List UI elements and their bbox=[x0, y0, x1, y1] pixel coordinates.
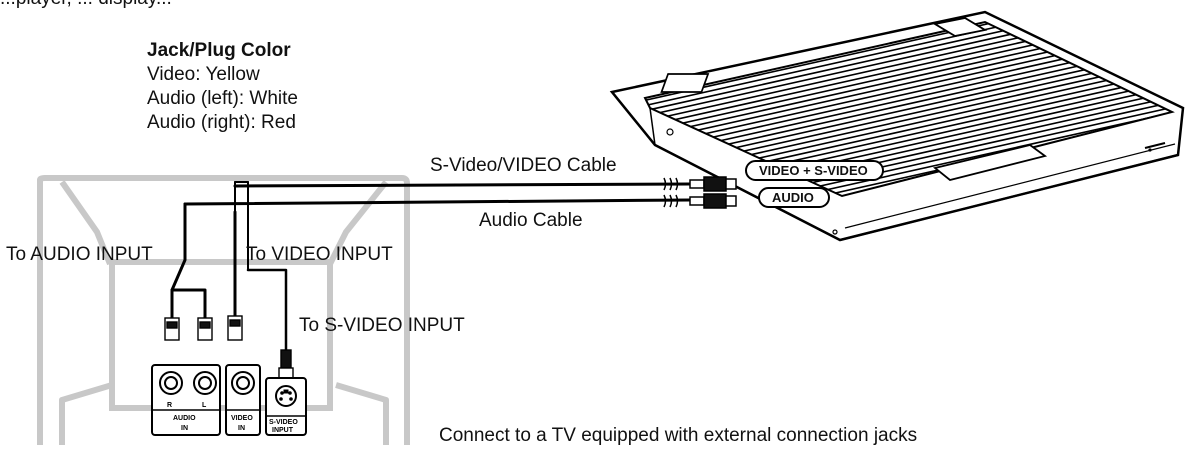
lid-stripe bbox=[645, 22, 1172, 122]
jack-label-svideo-input: INPUT bbox=[272, 427, 294, 434]
svideo-video-cable-label: S-Video/VIDEO Cable bbox=[430, 155, 617, 176]
lid-stripe bbox=[645, 22, 1172, 127]
tv-jack-panel bbox=[151, 364, 307, 436]
jack-label-audio: AUDIO bbox=[173, 415, 196, 422]
jack-label-svideo: S-VIDEO bbox=[269, 419, 298, 426]
to-video-input-label: To VIDEO INPUT bbox=[246, 244, 393, 265]
lid-stripe bbox=[645, 100, 1172, 196]
lid-stripe bbox=[645, 95, 1172, 196]
lid-stripe bbox=[645, 22, 1172, 117]
jack-label-audio-in: IN bbox=[181, 425, 188, 432]
lid-stripe bbox=[645, 90, 1172, 196]
cables bbox=[170, 181, 692, 355]
laptop bbox=[609, 10, 1185, 242]
jack-label-video-in: IN bbox=[238, 425, 245, 432]
lid-stripe bbox=[645, 105, 1172, 196]
jack-label-video: VIDEO bbox=[231, 415, 253, 422]
lid-stripe bbox=[645, 84, 1172, 196]
to-audio-input-label: To AUDIO INPUT bbox=[6, 244, 153, 265]
to-svideo-input-label: To S-VIDEO INPUT bbox=[299, 315, 465, 336]
jack-label-l: L bbox=[202, 402, 207, 409]
tv-outline bbox=[37, 175, 410, 445]
legend-item-audio-left: Audio (left): White bbox=[147, 88, 298, 109]
header-fragment: ...player, ... display... bbox=[0, 0, 172, 10]
audio-cable-label: Audio Cable bbox=[479, 210, 583, 231]
laptop-port-audio: AUDIO bbox=[758, 187, 830, 208]
diagram-caption: Connect to a TV equipped with external c… bbox=[439, 425, 918, 446]
legend-item-video: Video: Yellow bbox=[147, 64, 260, 85]
jack-label-r: R bbox=[167, 402, 172, 409]
laptop-port-video-svideo: VIDEO + S-VIDEO bbox=[745, 160, 884, 181]
legend-title: Jack/Plug Color bbox=[147, 40, 291, 61]
lid-stripe bbox=[645, 22, 1172, 132]
legend-item-audio-right: Audio (right): Red bbox=[147, 112, 296, 133]
laptop-plugs bbox=[663, 176, 737, 209]
